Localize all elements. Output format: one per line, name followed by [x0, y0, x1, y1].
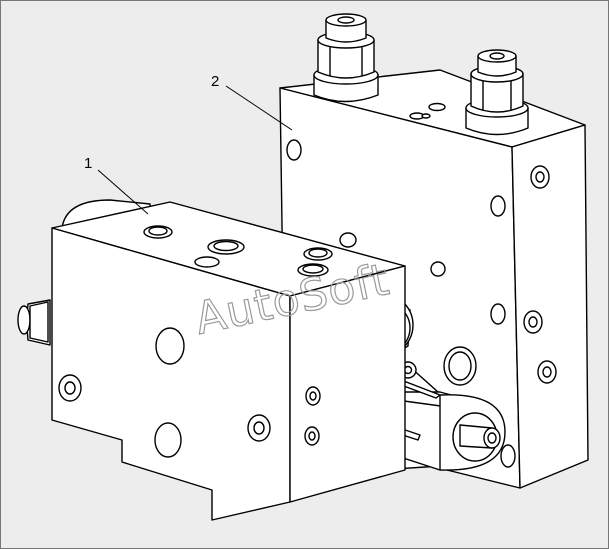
- mounting-hole: [491, 304, 505, 324]
- plug: [340, 233, 356, 247]
- port-hole: [155, 423, 181, 457]
- pressure-fitting-left: [314, 14, 378, 102]
- side-screw: [524, 311, 542, 333]
- callout-label-2: 2: [211, 73, 219, 90]
- valve-block-1: [18, 200, 405, 520]
- callout-label-1: 1: [84, 155, 92, 172]
- top-port: [304, 248, 332, 260]
- port-hole: [156, 328, 184, 364]
- plug: [431, 262, 445, 276]
- pressure-fitting-right: [466, 50, 528, 135]
- top-port: [429, 104, 445, 111]
- top-port: [195, 257, 219, 267]
- top-port: [144, 226, 172, 238]
- block-2-side-face: [512, 125, 588, 488]
- side-screw: [531, 166, 549, 188]
- side-screw: [306, 387, 320, 405]
- leader-line-2: [226, 86, 292, 130]
- front-screw: [248, 415, 270, 441]
- mounting-hole: [287, 140, 301, 160]
- mounting-hole: [501, 445, 515, 467]
- leader-line-1: [98, 170, 148, 214]
- port-ring: [444, 347, 476, 385]
- side-screw: [538, 361, 556, 383]
- side-screw: [305, 427, 319, 445]
- mounting-hole: [491, 196, 505, 216]
- top-port: [298, 264, 328, 276]
- left-knob: [18, 306, 30, 334]
- top-port: [208, 240, 244, 254]
- block-1-side-face: [290, 266, 405, 502]
- top-port: [422, 114, 430, 118]
- front-screw: [59, 375, 81, 401]
